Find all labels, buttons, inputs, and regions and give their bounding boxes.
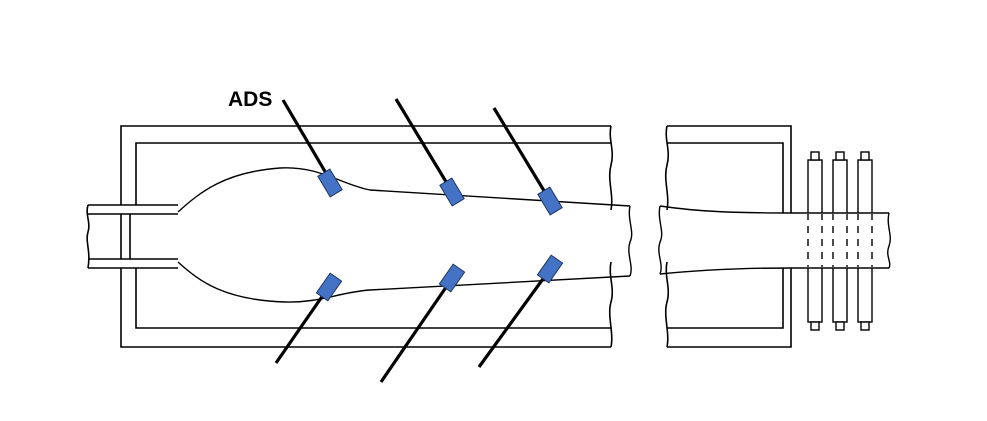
preform-profile (177, 167, 633, 303)
sensors-top (281, 98, 563, 216)
break-line-right-top (664, 125, 670, 211)
sensor-bottom-1 (274, 272, 343, 364)
sensor-probe-rod (492, 107, 551, 200)
feed-tube (86, 204, 178, 269)
sensor-head (315, 272, 343, 302)
housing-right-inner-wall (667, 142, 784, 329)
sensor-head (537, 186, 563, 216)
furnace-housing-right (664, 125, 792, 348)
sensor-head (439, 177, 465, 207)
sensor-bottom-3 (477, 254, 564, 368)
feed-tube-bottom-walls (88, 258, 178, 269)
break-line-left-top (608, 125, 614, 211)
sensor-probe-rod (477, 271, 550, 368)
preform-lower-contour (177, 261, 631, 303)
roller-2 (832, 151, 848, 331)
break-line-left-bottom (608, 261, 614, 348)
drawn-rod (658, 205, 891, 275)
sensor-probe-rod (379, 279, 453, 383)
roller-3 (857, 151, 873, 331)
rod-upper-contour (659, 205, 889, 214)
feed-tube-flange (120, 214, 131, 259)
feed-tube-top-walls (88, 204, 178, 215)
sensor-head (438, 263, 466, 293)
housing-left-outer-wall (120, 125, 611, 348)
sensor-head (317, 168, 343, 198)
preform-break-line-left (628, 205, 633, 277)
furnace-housing-left (120, 125, 614, 348)
rod-break-line-left (658, 205, 663, 275)
sensor-top-1 (281, 99, 343, 198)
rod-lower-contour (659, 267, 889, 275)
preform-upper-contour (177, 167, 631, 213)
sensor-top-2 (394, 98, 465, 207)
sensors-bottom (274, 254, 564, 383)
sensor-bottom-2 (379, 263, 466, 383)
feed-tube-break-line (86, 204, 90, 269)
sensor-probe-rod (394, 98, 453, 191)
sensor-probe-rod (281, 99, 332, 181)
sensor-head (536, 254, 564, 284)
roller-1 (807, 151, 823, 331)
roller-stack (807, 151, 873, 331)
ads-label: ADS (228, 88, 272, 111)
housing-left-inner-wall (135, 142, 611, 329)
housing-right-outer-wall (667, 125, 792, 348)
sensor-probe-rod (274, 287, 330, 364)
break-line-right-bottom (664, 261, 670, 348)
rod-break-line-right (887, 212, 891, 269)
sensor-top-3 (492, 107, 563, 216)
